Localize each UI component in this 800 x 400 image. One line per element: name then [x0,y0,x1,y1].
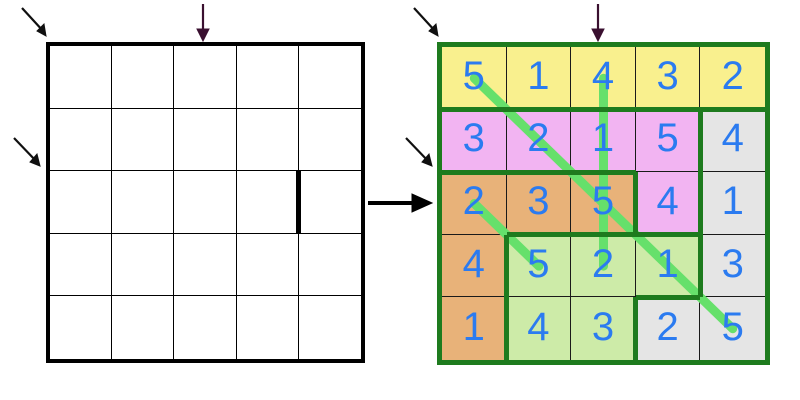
top-left-corner-arrow-right [413,7,439,37]
empty-cell-r2-c5[interactable] [298,109,361,172]
empty-cell-r1-c3[interactable] [174,46,237,109]
empty-cell-r3-c5[interactable] [298,171,361,234]
cage-edge-vertical [697,109,703,173]
cage-edge-vertical [633,297,639,360]
empty-puzzle-grid [46,42,365,363]
cage-edge-horizontal [700,107,765,113]
solved-cell-value: 3 [591,304,615,349]
solved-cell-value: 2 [462,178,485,223]
empty-cell-r4-c5[interactable] [298,234,361,297]
solved-cell-value: 1 [721,178,744,223]
solved-cell-value: 3 [462,116,485,161]
solved-cell-value: 5 [591,178,615,223]
cage-edge-vertical [504,234,510,298]
solved-cell-value: 5 [656,116,679,161]
empty-cell-r3-c4[interactable] [236,171,299,234]
cage-edge-horizontal [571,107,636,113]
cage-edge-horizontal [571,169,636,175]
solved-cell-value: 1 [527,53,550,98]
empty-cell-r2-c2[interactable] [112,108,175,172]
top-left-corner-arrow-left [21,7,47,37]
empty-cell-r4-c4[interactable] [236,233,299,297]
cage-edge-horizontal [571,232,636,238]
empty-cell-r2-c4[interactable] [236,108,299,172]
solved-cell-value: 4 [462,241,485,286]
thick-wall-row3-col4-col5 [296,171,302,234]
empty-cell-r3-c3[interactable] [174,171,237,234]
solved-cell-value: 3 [721,241,744,286]
empty-cell-r1-c2[interactable] [112,46,175,109]
cage-edge-vertical [697,172,703,235]
cage-edge-vertical [633,172,639,235]
solved-cell-value: 2 [656,304,679,349]
solved-cell-value: 4 [656,178,679,223]
cage-edge-horizontal [506,107,572,113]
empty-cell-r4-c3[interactable] [174,233,237,297]
implies-arrow [368,193,434,213]
solved-cell-value: 1 [462,304,485,349]
solved-cell-value: 1 [591,116,615,161]
empty-cell-r1-c4[interactable] [236,46,299,109]
empty-cell-r1-c1[interactable] [50,46,113,109]
empty-cell-r5-c3[interactable] [174,296,237,359]
solved-cell-value: 3 [527,178,550,223]
solved-cell-value: 4 [527,304,550,349]
cage-edge-horizontal [635,232,701,238]
empty-cell-r2-c3[interactable] [174,108,237,172]
left-row3-arrow-left [13,137,41,167]
solved-cell-value: 4 [591,53,615,98]
cage-edge-horizontal [506,169,572,175]
empty-cell-r5-c1[interactable] [50,296,113,359]
empty-cell-r3-c1[interactable] [50,171,113,234]
empty-grid-cells [50,46,361,359]
solved-cell-value: 3 [656,53,679,98]
cage-edge-horizontal [635,107,701,113]
solved-cell-value: 4 [721,116,744,161]
empty-cell-r4-c1[interactable] [50,233,113,297]
cage-edge-horizontal [442,107,507,113]
empty-cell-r2-c1[interactable] [50,108,113,172]
cage-edge-vertical [697,234,703,298]
solved-cell-value: 1 [656,241,679,286]
cage-edge-horizontal [506,232,572,238]
empty-cell-r5-c5[interactable] [299,296,361,359]
left-row3-arrow-right [405,137,433,167]
solved-cell-value: 5 [462,53,485,98]
top-column3-arrow-right [591,4,605,43]
solved-cell-value: 5 [527,241,550,286]
solved-cell-value: 2 [721,53,744,98]
cage-edge-horizontal [442,169,507,175]
empty-cell-r1-c5[interactable] [298,46,361,109]
solved-cell-value: 2 [527,116,550,161]
solved-cell-value: 2 [591,241,615,286]
empty-cell-r5-c2[interactable] [112,296,175,359]
solved-cell-value: 5 [721,304,744,349]
cage-edge-vertical [504,297,510,360]
top-column3-arrow-left [196,4,210,43]
empty-cell-r5-c4[interactable] [237,296,299,359]
empty-cell-r3-c2[interactable] [112,171,175,234]
empty-cell-r4-c2[interactable] [112,233,175,297]
cage-edge-horizontal [635,294,701,300]
